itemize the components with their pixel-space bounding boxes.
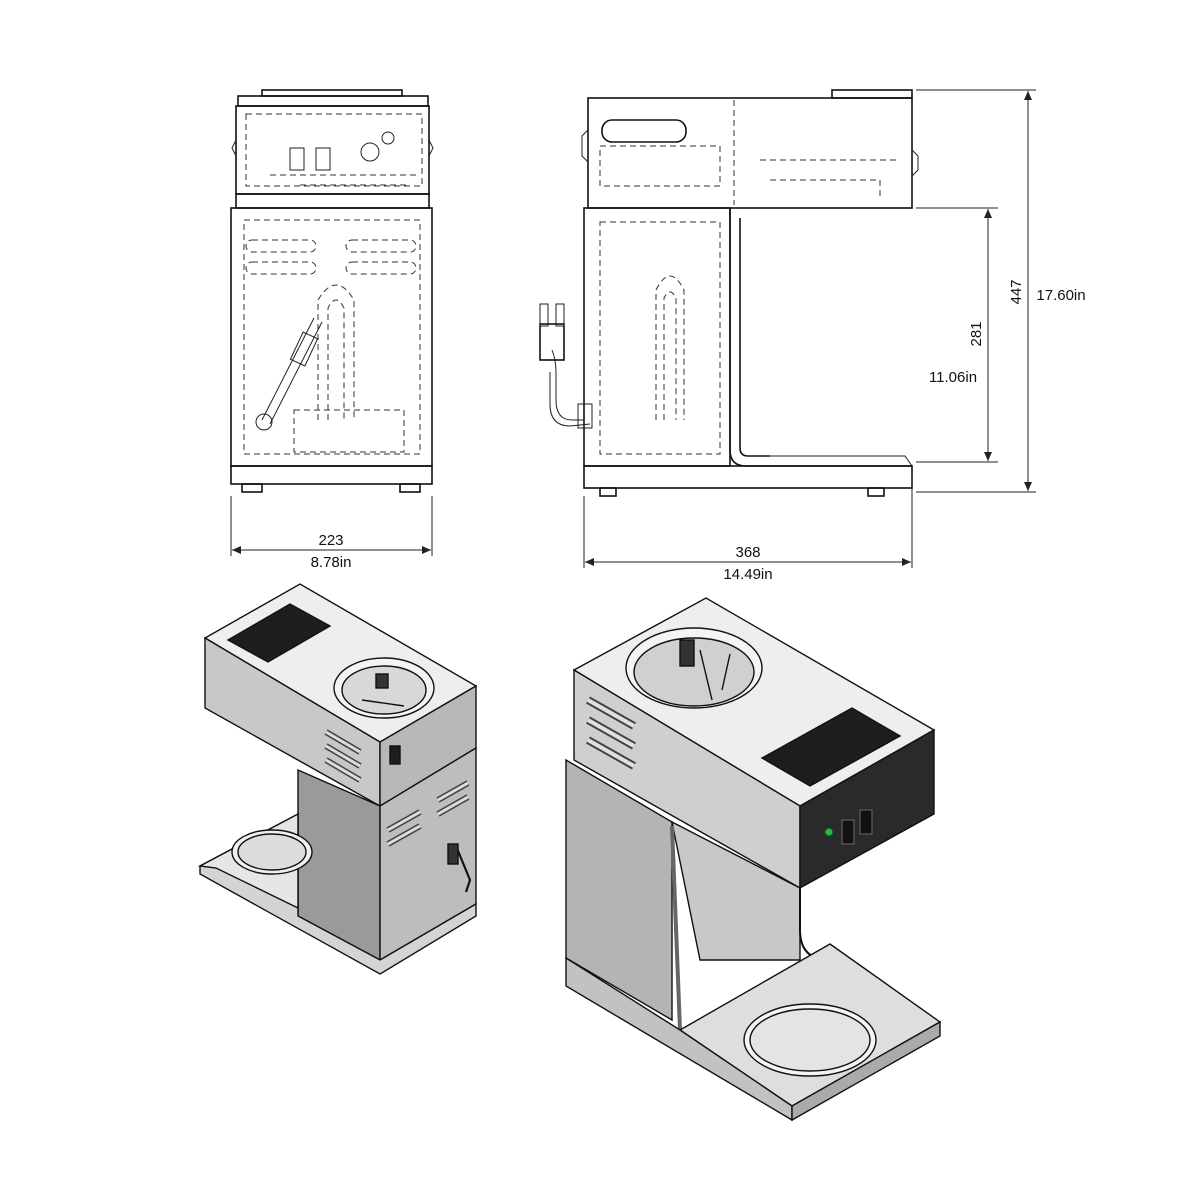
side-depth-dimension: 368 14.49in [583,472,913,583]
total-height-dimension: 447 17.60in [916,89,1086,493]
front-width-dimension: 223 8.78in [230,496,433,571]
front-view [230,89,434,493]
isometric-rear-view [197,583,478,975]
clearance-height-in: 11.06in [929,369,977,386]
side-view [539,89,919,497]
front-width-in: 8.78in [311,554,352,571]
side-depth-in: 14.49in [723,566,772,583]
clearance-height-mm: 281 [968,321,985,346]
clearance-height-dimension: 281 11.06in [916,207,998,463]
side-depth-mm: 368 [735,544,760,561]
total-height-in: 17.60in [1036,287,1085,304]
total-height-mm: 447 [1008,279,1025,304]
front-width-mm: 223 [318,532,343,549]
isometric-front-view [565,597,942,1122]
